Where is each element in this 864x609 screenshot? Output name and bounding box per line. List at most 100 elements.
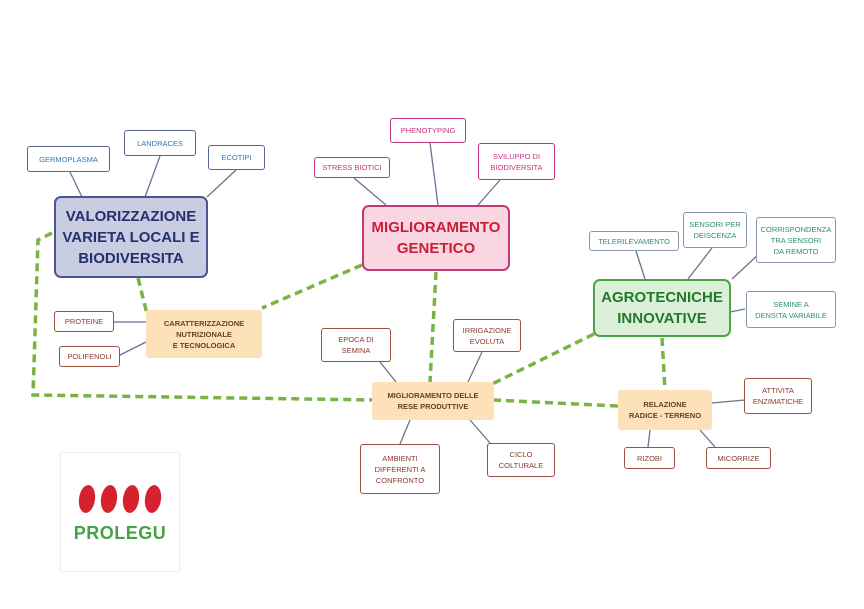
leaf-ecotipi: ECOTIPI — [208, 145, 265, 170]
link-ciclo — [469, 419, 491, 444]
node-agrotecniche-text: AGROTECNICHE INNOVATIVE — [601, 287, 723, 329]
link-irrigazione — [467, 351, 483, 383]
node-line: MIGLIORAMENTO — [371, 219, 501, 236]
node-line: RESE PRODUTTIVE — [397, 402, 469, 411]
node-miglioramento-rese-text: MIGLIORAMENTO DELLE RESE PRODUTTIVE — [387, 390, 478, 412]
node-line: RELAZIONE — [643, 400, 687, 409]
leaf-label: TELERILEVAMENTO — [598, 236, 670, 246]
link-ecotipi — [206, 169, 237, 198]
leaf-line: SENSORI PER — [689, 220, 741, 229]
leaf-line: DENSITA VARIABILE — [755, 310, 827, 320]
leaf-ambienti: AMBIENTI DIFFERENTI A CONFRONTO — [360, 444, 440, 494]
link-polifenoli — [117, 341, 147, 357]
leaf-label: POLIFENOLI — [67, 352, 112, 361]
leaf-text: SEMINE A DENSITA VARIABILE — [755, 299, 827, 321]
leaf-line: DIFFERENTI A — [374, 464, 426, 474]
link-epoca — [379, 361, 397, 383]
leaf-sviluppo: SVILUPPO DI BIODIVERSITA — [478, 143, 555, 180]
four-beans-logo-icon — [78, 485, 162, 513]
node-line: INNOVATIVE — [617, 310, 707, 327]
leaf-telerilevamento: TELERILEVAMENTO — [589, 231, 679, 251]
link-semine — [729, 308, 746, 313]
link-micorrize — [699, 429, 716, 448]
link-rizobi — [647, 429, 651, 448]
node-line: VALORIZZAZIONE — [65, 207, 197, 225]
node-line: BIODIVERSITA — [78, 249, 184, 267]
leaf-line: DEISCENZA — [693, 231, 737, 240]
leaf-line: EVOLUTA — [469, 336, 505, 346]
leaf-line: CONFRONTO — [375, 475, 425, 485]
leaf-text: ATTIVITA ENZIMATICHE — [753, 385, 803, 407]
leaf-line: TRA SENSORI — [770, 235, 822, 245]
leaf-polifenoli: POLIFENOLI — [59, 346, 120, 367]
leaf-line: SEMINE A — [773, 299, 809, 309]
link-telerilevamento — [635, 250, 646, 280]
leaf-line: DA REMOTO — [773, 246, 819, 256]
leaf-line: COLTURALE — [498, 461, 544, 470]
dashed-link-agrotecniche-rese — [489, 332, 595, 387]
leaf-label: RIZOBI — [636, 453, 662, 463]
node-line: GENETICO — [396, 240, 476, 257]
dashed-link-rese-relazione — [492, 398, 619, 408]
dashed-link-genetico-caratterizzazione — [261, 263, 363, 310]
node-line: E TECNOLOGICA — [172, 340, 236, 350]
node-miglioramento-genetico-text: MIGLIORAMENTO GENETICO — [372, 217, 501, 259]
leaf-text: EPOCA DI SEMINA — [338, 334, 373, 356]
node-line: CARATTERIZZAZIONE — [163, 318, 245, 328]
leaf-sensori-deiscenza: SENSORI PER DEISCENZA — [683, 212, 747, 248]
leaf-text: SENSORI PER DEISCENZA — [689, 219, 740, 241]
node-caratterizzazione: CARATTERIZZAZIONE NUTRIZIONALE E TECNOLO… — [146, 310, 262, 358]
leaf-line: ATTIVITA — [762, 386, 794, 395]
leaf-line: CICLO — [509, 450, 533, 459]
leaf-text: IRRIGAZIONE EVOLUTA — [463, 325, 512, 347]
link-ambienti — [399, 419, 411, 445]
leaf-text: CORRISPONDENZA TRA SENSORI DA REMOTO — [761, 224, 832, 257]
dashed-link-valorizzazione-caratterizzazione — [136, 277, 150, 319]
leaf-line: IRRIGAZIONE — [462, 325, 512, 335]
leaf-epoca: EPOCA DI SEMINA — [321, 328, 391, 362]
logo-text: PROLEGU — [73, 523, 167, 543]
prolegu-logo: PROLEGU — [60, 452, 180, 572]
leaf-ciclo: CICLO COLTURALE — [487, 443, 555, 477]
leaf-label: GERMOPLASMA — [39, 154, 98, 164]
leaf-line: SEMINA — [341, 346, 371, 355]
node-valorizzazione-text: VALORIZZAZIONE VARIETA LOCALI E BIODIVER… — [62, 206, 199, 269]
leaf-label: LANDRACES — [137, 138, 183, 148]
leaf-line: EPOCA DI — [338, 335, 374, 344]
leaf-text: SVILUPPO DI BIODIVERSITA — [491, 151, 543, 173]
node-valorizzazione: VALORIZZAZIONE VARIETA LOCALI E BIODIVER… — [54, 196, 208, 278]
leaf-text: AMBIENTI DIFFERENTI A CONFRONTO — [375, 453, 426, 486]
link-sviluppo — [477, 179, 501, 206]
leaf-line: ENZIMATICHE — [752, 397, 804, 406]
node-line: VARIETA LOCALI E — [62, 228, 200, 246]
link-stress-biotici — [353, 177, 387, 206]
link-germoplasma — [69, 171, 83, 198]
leaf-semine: SEMINE A DENSITA VARIABILE — [746, 291, 836, 328]
node-line: NUTRIZIONALE — [176, 329, 232, 339]
link-corrispondenza — [731, 252, 761, 280]
leaf-label: STRESS BIOTICI — [322, 163, 382, 172]
node-relazione-text: RELAZIONE RADICE - TERRENO — [629, 399, 701, 421]
leaf-irrigazione: IRRIGAZIONE EVOLUTA — [453, 319, 521, 352]
node-relazione: RELAZIONE RADICE - TERRENO — [618, 390, 712, 430]
leaf-label: PROTEINE — [64, 317, 104, 326]
leaf-micorrize: MICORRIZE — [706, 447, 771, 469]
leaf-line: AMBIENTI — [382, 453, 418, 463]
leaf-germoplasma: GERMOPLASMA — [27, 146, 110, 172]
leaf-label: PHENOTYPING — [400, 126, 456, 135]
leaf-stress-biotici: STRESS BIOTICI — [314, 157, 390, 178]
leaf-corrispondenza: CORRISPONDENZA TRA SENSORI DA REMOTO — [756, 217, 836, 263]
node-line: MIGLIORAMENTO DELLE — [387, 391, 479, 400]
link-phenotyping — [429, 142, 439, 206]
dashed-link-agrotecniche-relazione — [660, 337, 667, 391]
dashed-link-genetico-rese — [428, 271, 438, 383]
node-line: RADICE - TERRENO — [628, 411, 702, 420]
node-agrotecniche: AGROTECNICHE INNOVATIVE — [593, 279, 731, 337]
leaf-line: SVILUPPO DI — [492, 151, 541, 161]
leaf-phenotyping: PHENOTYPING — [390, 118, 466, 143]
link-sensori-deiscenza — [687, 247, 713, 280]
leaf-text: CICLO COLTURALE — [499, 449, 543, 471]
node-miglioramento-genetico: MIGLIORAMENTO GENETICO — [362, 205, 510, 271]
dashed-link-valorizzazione-rese — [31, 231, 376, 402]
